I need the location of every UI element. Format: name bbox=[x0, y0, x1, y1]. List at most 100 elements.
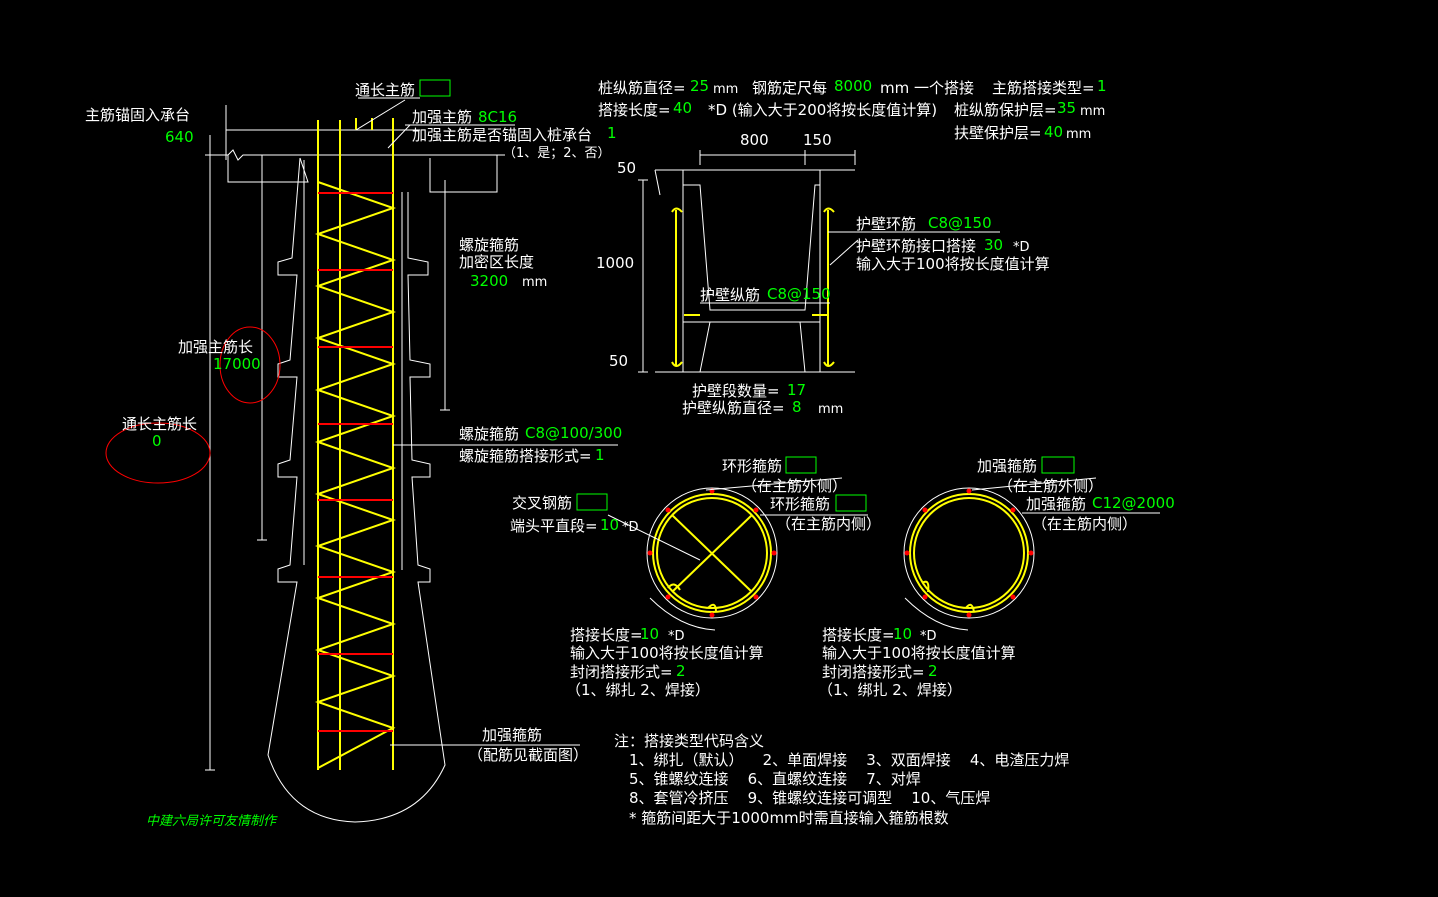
sec1-close-hint: （1、绑扎 2、焊接） bbox=[566, 681, 710, 699]
sec2-hooks bbox=[921, 580, 975, 613]
full-len-value[interactable]: 0 bbox=[152, 432, 162, 450]
sec2-lap-hint: 输入大于100将按长度值计算 bbox=[822, 644, 1016, 662]
lap-type-label: 主筋搭接类型= bbox=[992, 79, 1095, 97]
wall-hlines bbox=[655, 169, 855, 373]
sec1-outer bbox=[646, 487, 778, 619]
sec2-close-value[interactable]: 2 bbox=[928, 662, 938, 680]
main-rebar-tops bbox=[355, 118, 394, 130]
sec1-close-value[interactable]: 2 bbox=[676, 662, 686, 680]
dim-800: 800 bbox=[740, 131, 769, 149]
lap-type-value[interactable]: 1 bbox=[1097, 77, 1107, 95]
wall-count-label: 护壁段数量= bbox=[692, 382, 780, 400]
sec2-in-hint: （在主筋内侧） bbox=[1032, 515, 1137, 533]
notes-line-4: * 箍筋间距大于1000mm时需直接输入箍筋根数 bbox=[629, 809, 949, 827]
notes-line-3: 8、套管冷挤压 9、锥螺纹连接可调型 10、气压焊 bbox=[629, 789, 990, 807]
highlight-ellipse-reinforce bbox=[219, 326, 281, 404]
main-rebars bbox=[317, 120, 394, 770]
cover-value[interactable]: 35 bbox=[1057, 99, 1076, 117]
lap-len-hint: *D (输入大于200将按长度值计算) bbox=[708, 101, 937, 119]
anchor-value[interactable]: 640 bbox=[165, 128, 194, 146]
wall-cover-label: 扶壁保护层= bbox=[954, 124, 1042, 142]
cover-label: 桩纵筋保护层= bbox=[954, 101, 1057, 119]
sec2-out-input[interactable] bbox=[1041, 456, 1075, 474]
wall-ring-lap-label: 护壁环筋接口搭接 bbox=[856, 237, 976, 255]
notes-line-2: 5、锥螺纹连接 6、直螺纹连接 7、对焊 bbox=[629, 770, 921, 788]
wall-upper-segment bbox=[683, 184, 820, 311]
sec1-ring-in bbox=[656, 497, 768, 609]
anchor-label: 主筋锚固入承台 bbox=[85, 106, 190, 124]
sec2-out-hint: （在主筋外侧） bbox=[998, 477, 1103, 495]
lap-len-value[interactable]: 40 bbox=[673, 99, 692, 117]
cap-outline bbox=[227, 155, 498, 193]
full-len-label: 通长主筋长 bbox=[122, 415, 197, 433]
sec1-ring-out-hint: （在主筋外侧） bbox=[742, 477, 847, 495]
sec1-lap-unit: *D bbox=[668, 629, 685, 644]
length-value[interactable]: 8000 bbox=[834, 77, 872, 95]
spiral-label-1: 螺旋箍筋 bbox=[459, 236, 519, 254]
wall-ring-leader bbox=[828, 231, 1000, 266]
wall-count-value[interactable]: 17 bbox=[787, 381, 806, 399]
sec1-lap-label: 搭接长度= bbox=[570, 626, 643, 644]
wall-ring-lap-hint: 输入大于100将按长度值计算 bbox=[856, 255, 1050, 273]
spiral-dense-value[interactable]: 3200 bbox=[470, 272, 508, 290]
highlight-ellipse-full bbox=[105, 422, 211, 484]
spiral-label-2: 加密区长度 bbox=[459, 253, 534, 271]
wall-ring-lap-unit: *D bbox=[1013, 240, 1030, 255]
sec2-ring-out bbox=[909, 493, 1029, 613]
pile-elevation bbox=[105, 97, 618, 823]
sec1-ring-in-hint: （在主筋内侧） bbox=[776, 515, 881, 533]
reinforce-main-label: 加强主筋 bbox=[412, 108, 472, 126]
wall-ring-lap-value[interactable]: 30 bbox=[984, 236, 1003, 254]
wall-long-dia-unit: mm bbox=[818, 402, 843, 417]
sec1-lap-value[interactable]: 10 bbox=[640, 625, 659, 643]
wall-outer-verticals bbox=[682, 170, 821, 372]
sec1-lap-arc bbox=[649, 597, 716, 631]
spiral-lap-value[interactable]: 1 bbox=[595, 446, 605, 464]
diameter-value[interactable]: 25 bbox=[690, 77, 709, 95]
wall-long-value[interactable]: C8@150 bbox=[767, 285, 831, 303]
notes-line-1: 1、绑扎（默认） 2、单面焊接 3、双面焊接 4、电渣压力焊 bbox=[629, 751, 1069, 769]
wall-lower-segment bbox=[683, 321, 820, 373]
wall-section bbox=[638, 150, 1000, 373]
sec1-ring-in-label: 环形箍筋 bbox=[770, 495, 830, 513]
wall-ring-value[interactable]: C8@150 bbox=[928, 214, 992, 232]
sec2-outer bbox=[903, 487, 1035, 619]
lap-len-label: 搭接长度= bbox=[598, 101, 671, 119]
sec1-ring-out-label: 环形箍筋 bbox=[722, 457, 782, 475]
sec1-ring-in-input[interactable] bbox=[835, 494, 867, 512]
sec2-in-value[interactable]: C12@2000 bbox=[1092, 494, 1175, 512]
sec1-leaders bbox=[607, 477, 868, 561]
reinforce-anchor-value[interactable]: 1 bbox=[607, 124, 617, 142]
sec1-end-unit: *D bbox=[622, 520, 639, 535]
stirrup-hint: （配筋见截面图） bbox=[468, 746, 588, 764]
sec1-end-label: 端头平直段= bbox=[510, 517, 598, 535]
sec1-ring-out-input[interactable] bbox=[785, 456, 817, 474]
sec2-lap-value[interactable]: 10 bbox=[893, 625, 912, 643]
sec1-cross-input[interactable] bbox=[576, 493, 608, 511]
spiral-spec-value[interactable]: C8@100/300 bbox=[525, 424, 622, 442]
wall-top-dims bbox=[699, 150, 856, 165]
wall-long-rebars bbox=[675, 210, 829, 365]
wall-50-tick bbox=[654, 169, 661, 196]
sec2-lap-unit: *D bbox=[920, 629, 937, 644]
wall-cover-value[interactable]: 40 bbox=[1044, 123, 1063, 141]
spiral-stirrup bbox=[314, 181, 397, 769]
sec2-out-label: 加强箍筋 bbox=[977, 457, 1037, 475]
reinforce-length-dim-line bbox=[257, 155, 267, 541]
sec1-hooks bbox=[667, 583, 717, 613]
sec1-cross-label: 交叉钢筋 bbox=[512, 494, 572, 512]
sec2-close-hint: （1、绑扎 2、焊接） bbox=[818, 681, 962, 699]
leader-reinforce-main bbox=[387, 124, 515, 149]
reinforce-main-value[interactable]: 8C16 bbox=[478, 108, 517, 126]
full-main-input[interactable] bbox=[419, 79, 451, 97]
sec1-close-label: 封闭搭接形式= bbox=[570, 663, 673, 681]
sec1-end-value[interactable]: 10 bbox=[600, 516, 619, 534]
diameter-unit: mm bbox=[713, 82, 738, 97]
wall-left-dim bbox=[638, 179, 648, 373]
spiral-lap-label: 螺旋箍筋搭接形式= bbox=[459, 447, 592, 465]
reinforce-len-value[interactable]: 17000 bbox=[213, 355, 261, 373]
pile-shell bbox=[267, 157, 446, 823]
sec2-main-bar-dots bbox=[904, 488, 1034, 618]
wall-long-dia-value[interactable]: 8 bbox=[792, 398, 802, 416]
length-label: 钢筋定尺每 bbox=[752, 79, 827, 97]
